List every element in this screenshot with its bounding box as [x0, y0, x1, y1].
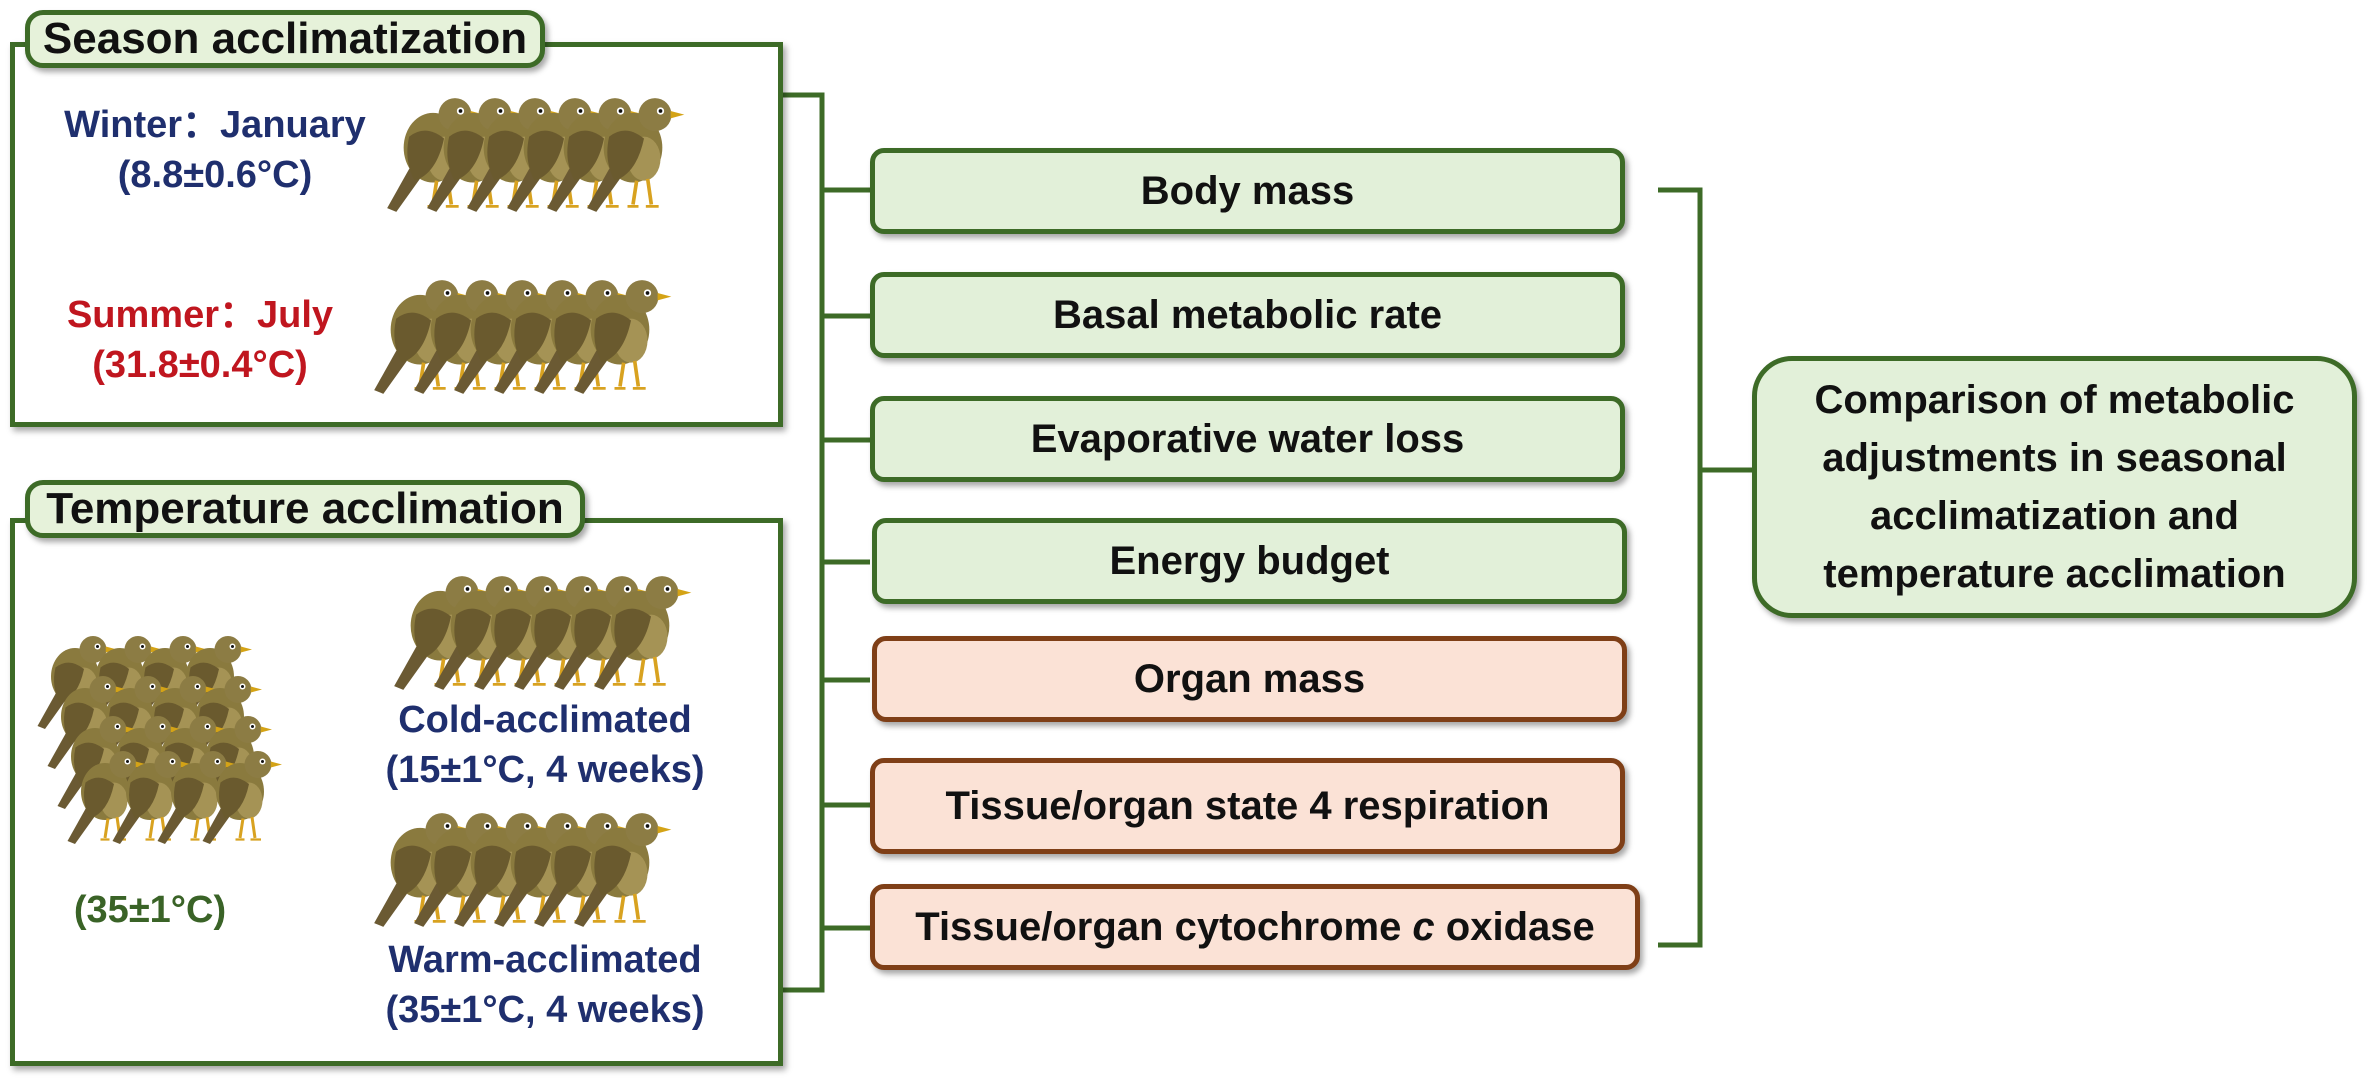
bird-icon [385, 96, 687, 214]
warm-birds [365, 805, 705, 935]
temperature-panel-title: Temperature acclimation [25, 480, 585, 538]
bird-icon [372, 811, 674, 929]
measure-tissue-state4-respiration: Tissue/organ state 4 respiration [870, 758, 1625, 854]
cold-line1: Cold-acclimated [398, 699, 692, 741]
measure-cytochrome-c-oxidase: Tissue/organ cytochrome c oxidase [870, 884, 1640, 970]
cox-suffix: oxidase [1434, 904, 1595, 949]
measure-evaporative-water-loss: Evaporative water loss [870, 396, 1625, 482]
measure-basal-metabolic-rate: Basal metabolic rate [870, 272, 1625, 358]
summer-line1: Summer：July [66, 294, 334, 336]
cox-prefix: Tissue/organ cytochrome [915, 904, 1413, 949]
winter-label: Winter：January (8.8±0.6°C) [50, 100, 380, 200]
measure-organ-mass: Organ mass [872, 636, 1627, 722]
bird-icon [36, 634, 284, 846]
measure-energy-budget: Energy budget [872, 518, 1627, 604]
baseline-temp: (35±1°C) [73, 889, 227, 931]
summer-line2: (31.8±0.4°C) [92, 344, 308, 386]
warm-label: Warm-acclimated (35±1°C, 4 weeks) [355, 935, 735, 1035]
bird-icon [372, 278, 674, 396]
baseline-birds [30, 630, 290, 850]
winter-line1: Winter：January [64, 104, 366, 146]
warm-line1: Warm-acclimated [388, 939, 702, 981]
winter-line2: (8.8±0.6°C) [117, 154, 313, 196]
summary-box: Comparison of metabolic adjustments in s… [1752, 356, 2357, 618]
summer-label: Summer：July (31.8±0.4°C) [40, 290, 360, 390]
cox-italic: c [1412, 904, 1435, 949]
cold-line2: (15±1°C, 4 weeks) [385, 749, 705, 791]
warm-line2: (35±1°C, 4 weeks) [385, 989, 705, 1031]
cold-birds [385, 568, 725, 698]
summer-birds [365, 272, 705, 402]
measure-body-mass: Body mass [870, 148, 1625, 234]
season-panel-title: Season acclimatization [25, 10, 545, 68]
winter-birds [378, 90, 718, 220]
cold-label: Cold-acclimated (15±1°C, 4 weeks) [355, 695, 735, 795]
bird-icon [392, 574, 694, 692]
